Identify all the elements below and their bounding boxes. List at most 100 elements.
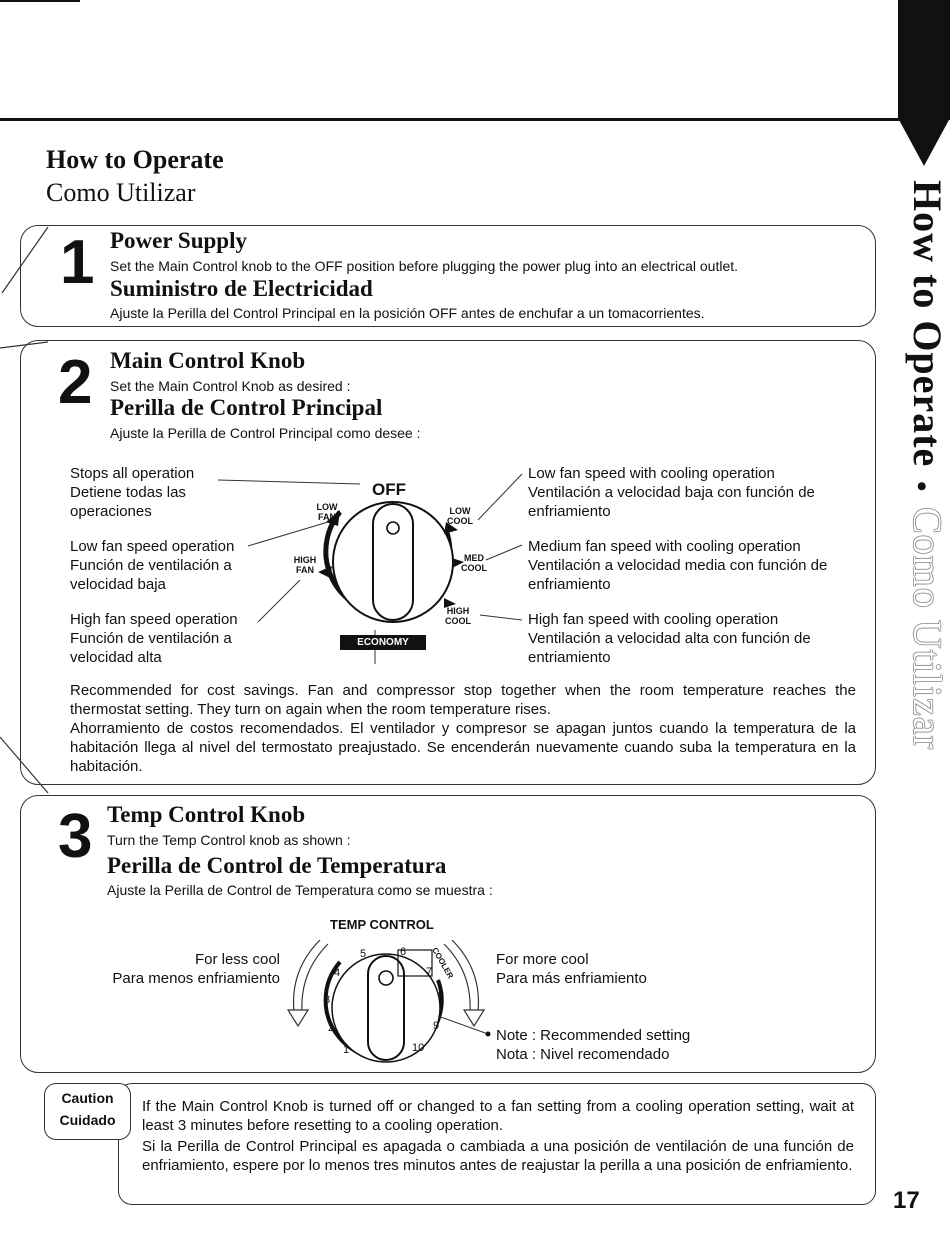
- leader-high-fan: [257, 579, 301, 623]
- section-1-text-es: Ajuste la Perilla del Control Principal …: [110, 305, 705, 321]
- temp-number-5: 5: [360, 948, 367, 960]
- section-main-control-knob: [20, 340, 876, 785]
- main-control-knob-diagram: [217, 473, 523, 664]
- side-tab-marker: [898, 0, 950, 120]
- section-1-connector: [0, 225, 50, 295]
- section-power-supply: [20, 225, 876, 327]
- label-high-fan: High fan speed operation Función de vent…: [70, 610, 270, 667]
- label-med-cool-en: Medium fan speed with cooling operation: [528, 538, 801, 555]
- section-temp-control-knob: [20, 795, 876, 1073]
- label-less-cool-en: For less cool: [194, 951, 280, 968]
- knob-pointer: [386, 521, 400, 535]
- knob-tick-med-cool: [452, 558, 464, 568]
- section-2-text-en: Set the Main Control Knob as desired :: [110, 378, 351, 394]
- label-low-fan-en: Low fan speed operation: [70, 538, 235, 555]
- knob-tick-low-cool: [444, 522, 458, 534]
- section-3-text-es: Ajuste la Perilla de Control de Temperat…: [107, 882, 493, 898]
- label-less-cool: For less cool Para menos enfriamiento: [60, 950, 280, 988]
- economy-note-en: Recommended for cost savings. Fan and co…: [70, 682, 856, 718]
- arrow-more-cool-line-inner: [443, 943, 471, 1013]
- knob-label-med-cool: MED COOL: [461, 553, 487, 573]
- side-tab-title: How to Operate • Como Utilizar: [904, 180, 950, 980]
- page-title-es: Como Utilizar: [46, 178, 196, 207]
- label-less-cool-es: Para menos enfriamiento: [112, 970, 280, 987]
- label-low-cool-en: Low fan speed with cooling operation: [528, 465, 775, 482]
- section-2-title-es: Perilla de Control Principal: [110, 395, 383, 420]
- label-more-cool-en: For more cool: [496, 951, 589, 968]
- side-tab-separator: •: [905, 481, 938, 493]
- section-3-title-es: Perilla de Control de Temperatura: [107, 853, 447, 878]
- label-med-cool-es: Ventilación a velocidad media con funció…: [528, 557, 828, 593]
- recommended-note-es: Nota : Nivel recomendado: [496, 1046, 670, 1063]
- label-high-cool-en: High fan speed with cooling operation: [528, 611, 779, 628]
- caution-text-es: Si la Perilla de Control Principal es ap…: [142, 1138, 854, 1174]
- knob-label-low-cool: LOW COOL: [447, 506, 473, 526]
- knob-label-high-cool: HIGH COOL: [445, 606, 471, 626]
- section-2-title-en: Main Control Knob: [110, 348, 306, 373]
- knob-tick-low-fan: [326, 510, 340, 526]
- page-title: How to Operate: [46, 145, 224, 175]
- knob-label-off: OFF: [372, 480, 406, 499]
- label-high-fan-en: High fan speed operation: [70, 611, 238, 628]
- label-more-cool-es: Para más enfriamiento: [496, 970, 647, 987]
- temp-number-4: 4: [334, 967, 341, 979]
- temp-number-9: 9: [433, 1020, 440, 1032]
- leader-note: [437, 1015, 489, 1035]
- temp-knob-grip: [367, 955, 405, 1061]
- temp-control-title: TEMP CONTROL: [330, 917, 434, 932]
- label-high-cool: High fan speed with cooling operation Ve…: [528, 610, 858, 667]
- label-low-cool-es: Ventilación a velocidad baja con función…: [528, 484, 815, 520]
- label-off-en: Stops all operation: [70, 465, 195, 482]
- arrow-less-cool-icon: [286, 1009, 310, 1028]
- section-1-title-en: Power Supply: [110, 228, 247, 253]
- section-3-number: 3: [58, 802, 93, 871]
- recommended-note-en: Note : Recommended setting: [496, 1027, 691, 1044]
- temp-control-knob-diagram: [286, 939, 491, 1063]
- knob-grip: [372, 503, 414, 621]
- arrow-more-cool-line: [451, 939, 480, 1013]
- arrow-less-cool-line-inner: [301, 943, 329, 1013]
- page-number: 17: [893, 1187, 920, 1214]
- knob-label-economy: ECONOMY: [340, 635, 426, 650]
- knob-tick-high-cool: [444, 598, 456, 608]
- caution-text-en: If the Main Control Knob is turned off o…: [142, 1098, 854, 1134]
- section-3-title-en: Temp Control Knob: [107, 802, 306, 827]
- arrow-more-cool-icon: [462, 1009, 486, 1028]
- label-high-cool-es: Ventilación a velocidad alta con función…: [528, 630, 811, 666]
- temp-number-6: 6: [400, 946, 407, 958]
- side-tab-title-en: How to Operate: [905, 180, 950, 468]
- temp-number-7: 7: [426, 966, 433, 978]
- label-high-fan-es: Función de ventilación a velocidad alta: [70, 630, 232, 666]
- side-tab-title-es: Como Utilizar: [905, 506, 950, 750]
- temp-number-3: 3: [324, 994, 331, 1006]
- temp-number-1: 1: [343, 1044, 350, 1056]
- label-off-es: Detiene todas las operaciones: [70, 484, 186, 520]
- knob-label-low-fan: LOW FAN: [316, 502, 338, 522]
- leader-low-fan: [247, 521, 329, 547]
- temp-number-10: 10: [412, 1042, 425, 1054]
- section-3-connector: [0, 735, 50, 795]
- label-low-fan-es: Función de ventilación a velocidad baja: [70, 557, 232, 593]
- label-more-cool: For more cool Para más enfriamiento: [496, 950, 716, 988]
- leader-off: [217, 479, 361, 485]
- label-off: Stops all operation Detiene todas las op…: [70, 464, 270, 521]
- section-2-text-es: Ajuste la Perilla de Control Principal c…: [110, 425, 421, 441]
- knob-tick-high-fan: [318, 566, 332, 578]
- page-title-en: How to Operate: [46, 145, 224, 174]
- temp-number-8: 8: [438, 990, 445, 1002]
- note-bullet: [485, 1031, 491, 1037]
- caution-label-es: Cuidado: [59, 1112, 116, 1128]
- header-rule: [0, 118, 900, 121]
- section-1-number: 1: [60, 228, 95, 297]
- caution-label: Caution Cuidado: [44, 1083, 131, 1140]
- section-1-text-en: Set the Main Control knob to the OFF pos…: [110, 258, 739, 274]
- side-tab-arrow: [898, 118, 950, 166]
- recommended-note: Note : Recommended setting Nota : Nivel …: [496, 1026, 756, 1064]
- leader-low-cool: [477, 473, 523, 521]
- recommended-setting-marker: [397, 949, 433, 977]
- caution-panel: [118, 1083, 876, 1205]
- label-low-cool: Low fan speed with cooling operation Ven…: [528, 464, 858, 521]
- section-3-text-en: Turn the Temp Control knob as shown :: [107, 832, 351, 848]
- temp-number-2: 2: [328, 1022, 335, 1034]
- label-med-cool: Medium fan speed with cooling operation …: [528, 537, 858, 594]
